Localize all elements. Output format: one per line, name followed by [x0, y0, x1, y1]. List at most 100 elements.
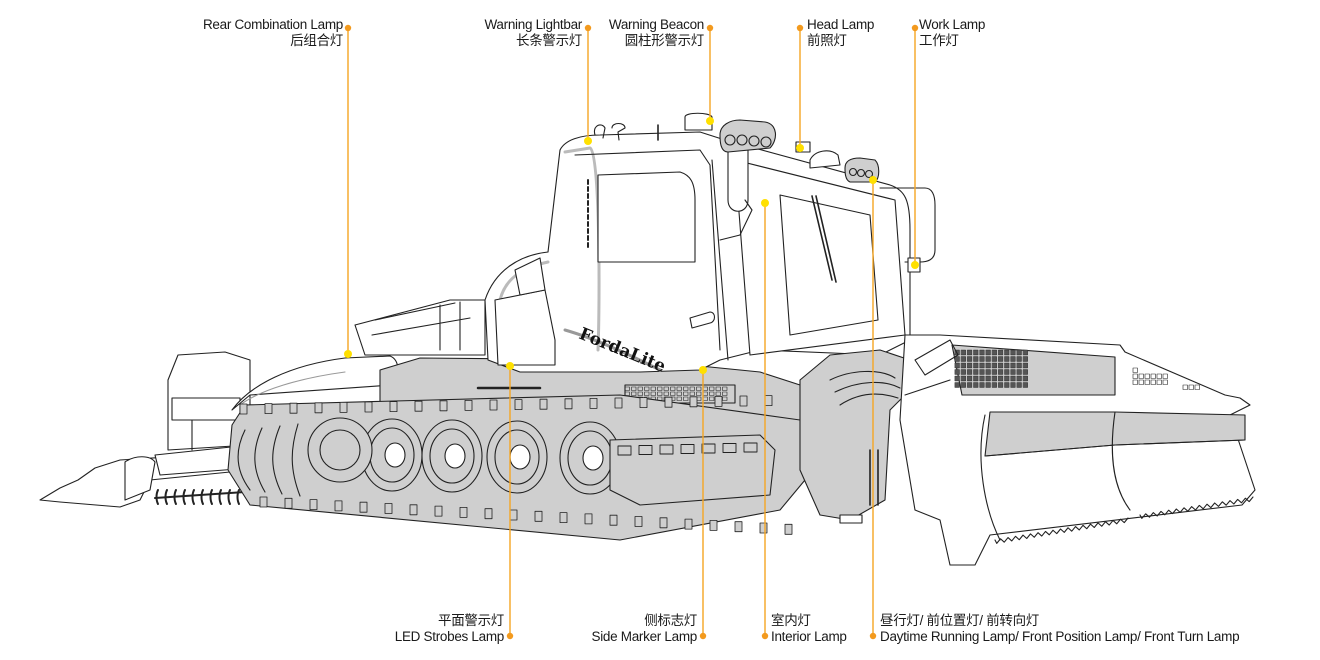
blade-grille-cell — [1016, 349, 1022, 356]
blade-grille-cell — [985, 349, 991, 356]
track-link — [309, 499, 318, 511]
blade-grille-cell — [985, 375, 991, 382]
comb-tooth — [164, 489, 168, 505]
blade-grille-cell — [992, 369, 997, 375]
label-en: Work Lamp — [919, 17, 986, 32]
grille-slot — [663, 391, 669, 396]
rear-deck — [231, 299, 486, 411]
blade-grille-cell — [973, 369, 979, 375]
track-link — [359, 501, 368, 513]
blade-grille-cell — [985, 369, 991, 375]
anchor-dot-rear-combination-lamp — [344, 350, 352, 358]
track-link — [784, 523, 793, 535]
blade-dot — [1144, 379, 1150, 385]
idler-pad — [680, 444, 695, 454]
blade-grille-cell — [961, 382, 966, 388]
idler-pad — [701, 443, 716, 454]
blade-dot — [1138, 379, 1144, 385]
track-link — [439, 400, 448, 412]
blade-grille-cell — [1004, 375, 1010, 382]
blade-grille-cell — [979, 349, 985, 356]
anchor-dot-drl-position-turn-lamp — [869, 176, 877, 184]
blade-grille-cell — [979, 382, 985, 388]
anchor-dot-warning-lightbar — [584, 137, 592, 145]
blade-dot — [1132, 373, 1138, 379]
track-link — [764, 395, 773, 407]
blade-grille-cell — [1023, 349, 1028, 356]
blade-dot — [1156, 373, 1162, 379]
blade-grille-cell — [954, 375, 960, 382]
track-link — [664, 396, 673, 408]
blade-dot — [1162, 373, 1168, 379]
blade-grille-cell — [967, 356, 973, 362]
label-dot-warning-beacon — [706, 24, 714, 32]
blade-grille-cell — [954, 356, 960, 362]
track-link — [484, 508, 493, 520]
track-link — [684, 518, 693, 530]
blade-grille-cell — [961, 369, 966, 375]
road-wheel-hub — [444, 443, 466, 469]
blade-grille-cell — [1010, 349, 1016, 356]
grille-slot — [709, 396, 715, 401]
label-dot-warning-lightbar — [584, 24, 592, 32]
grille-slot — [709, 391, 715, 396]
track-link — [389, 401, 398, 413]
label-zh: 工作灯 — [919, 33, 959, 48]
blade-grille-cell — [961, 356, 966, 362]
blade-grille-cell — [973, 349, 979, 356]
comb-tooth — [182, 489, 186, 505]
blade-grille-cell — [998, 356, 1004, 362]
track-link — [509, 509, 518, 521]
blade-grille-cell — [998, 382, 1004, 388]
track-link — [339, 401, 348, 413]
grille-slot — [709, 386, 715, 391]
blade-grille-cell — [1016, 382, 1022, 388]
blade-grille-cell — [985, 356, 991, 362]
grille-slot — [676, 386, 682, 391]
blade-grille-cell — [967, 362, 973, 369]
grille-slot — [689, 391, 695, 396]
blade-grille-cell — [967, 382, 973, 388]
blade-grille-cell — [998, 369, 1004, 375]
blade-dot — [1156, 379, 1162, 385]
label-en: Head Lamp — [807, 17, 875, 32]
blade-dot — [1162, 379, 1168, 385]
track-link — [414, 400, 423, 412]
front-blade — [899, 334, 1256, 566]
comb-tooth — [173, 489, 177, 505]
track-link — [734, 521, 743, 533]
label-en: Side Marker Lamp — [591, 629, 698, 644]
blade-grille-cell — [1010, 356, 1016, 362]
blade-grille-cell — [998, 362, 1004, 369]
label-zh: 昼行灯/ 前位置灯/ 前转向灯 — [880, 613, 1040, 628]
label-dot-work-lamp — [911, 24, 919, 32]
blade-grille-cell — [985, 382, 991, 388]
track-link — [264, 403, 273, 415]
blade-grille-cell — [1023, 362, 1028, 369]
grille-slot — [722, 386, 728, 391]
track-link — [259, 496, 268, 508]
track-link — [709, 520, 718, 531]
callout-interior-lamp: 室内灯 Interior Lamp — [771, 613, 847, 645]
road-wheel-hub — [384, 442, 406, 468]
blade-grille-cell — [985, 362, 991, 369]
label-zh: 圆柱形警示灯 — [624, 33, 705, 48]
blade-grille-cell — [1004, 369, 1010, 375]
blade-grille-cell — [967, 375, 973, 382]
grille-slot — [676, 391, 682, 396]
track-link — [559, 512, 568, 523]
blade-grille-cell — [954, 382, 960, 388]
label-zh: 侧标志灯 — [644, 613, 697, 628]
blade-grille-cell — [979, 362, 985, 369]
callout-warning-lightbar: Warning Lightbar 长条警示灯 — [420, 17, 582, 49]
comb-tooth — [200, 489, 204, 505]
track-link — [364, 401, 373, 413]
track-link — [334, 500, 343, 512]
blade-grille-cell — [1004, 356, 1010, 362]
label-zh: 平面警示灯 — [438, 613, 504, 628]
grille-slot — [631, 391, 637, 396]
blade-grille-cell — [1004, 349, 1010, 356]
anchor-dot-warning-beacon — [706, 117, 714, 125]
callout-drl-position-turn-lamp: 昼行灯/ 前位置灯/ 前转向灯 Daytime Running Lamp/ Fr… — [880, 613, 1240, 645]
